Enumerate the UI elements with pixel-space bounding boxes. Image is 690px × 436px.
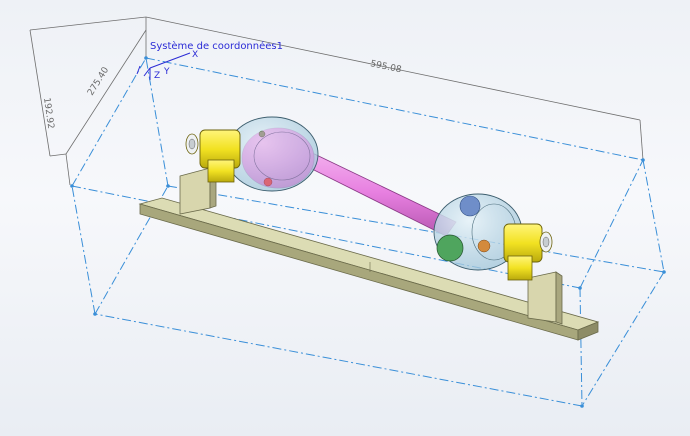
dimension-length-label[interactable]: 595.08 xyxy=(369,59,402,75)
bounding-box xyxy=(71,57,665,407)
bearing-left[interactable] xyxy=(185,129,241,183)
housing-right[interactable] xyxy=(433,193,523,271)
housing-left[interactable] xyxy=(225,116,319,192)
dimension-height-label[interactable]: 192.92 xyxy=(41,97,55,130)
axis-x-label: X xyxy=(192,50,198,60)
dimension-lines xyxy=(29,16,644,186)
base-plate[interactable] xyxy=(138,197,600,341)
coordinate-system-label[interactable]: Système de coordonnées1 xyxy=(150,40,283,52)
axis-y-label: Y xyxy=(163,67,170,77)
bracket-right[interactable] xyxy=(527,271,563,325)
dimension-depth-label[interactable]: 275.40 xyxy=(86,65,111,97)
bounding-box-vertices xyxy=(70,56,666,408)
bearing-right[interactable] xyxy=(503,223,553,281)
coordinate-system-triad[interactable] xyxy=(136,52,191,80)
axis-z-label: Z xyxy=(154,71,160,81)
